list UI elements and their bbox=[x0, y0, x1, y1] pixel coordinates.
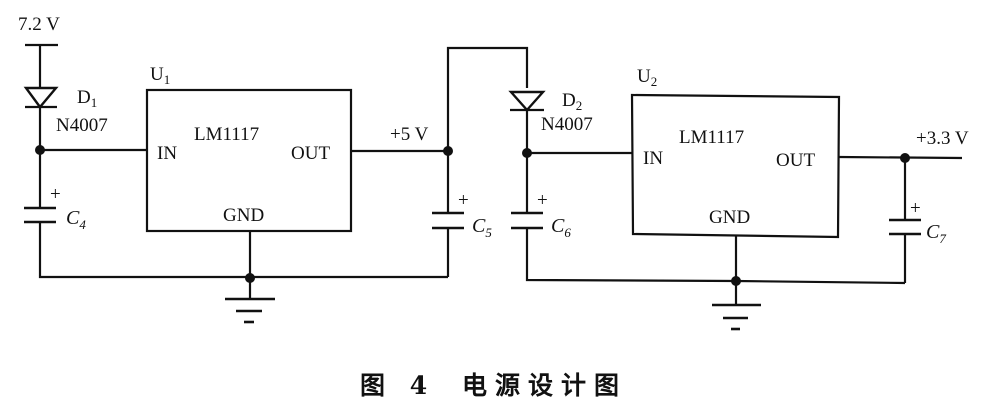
u1-part: LM1117 bbox=[194, 124, 259, 145]
u2-ref: U2 bbox=[637, 66, 657, 89]
ground-icon bbox=[712, 281, 761, 331]
diode-d2-symbol bbox=[508, 90, 546, 112]
c4-ref: C4 bbox=[66, 207, 86, 232]
diode-d1: D1 N4007 bbox=[23, 45, 108, 150]
c6-polarity: + bbox=[537, 190, 548, 211]
c7-ref: C7 bbox=[926, 221, 946, 246]
diode-d1-symbol bbox=[23, 86, 59, 109]
figure-label: 图 4 bbox=[360, 371, 435, 400]
ground-icon bbox=[225, 278, 275, 324]
u2-pin-in: IN bbox=[643, 148, 663, 169]
regulator-u1: U1 LM1117 IN OUT GND bbox=[145, 64, 353, 278]
input-terminal: 7.2 V bbox=[18, 14, 60, 47]
c5-ref: C5 bbox=[472, 215, 492, 240]
figure-title: 电源设计图 bbox=[462, 371, 627, 400]
u1-pin-in: IN bbox=[157, 143, 177, 164]
diode-d2: D2 N4007 bbox=[508, 90, 593, 153]
c5-polarity: + bbox=[458, 190, 469, 211]
capacitor-c5: + C5 bbox=[432, 151, 492, 277]
output-voltage-label: +3.3 V bbox=[916, 128, 969, 149]
intermediate-voltage-label: +5 V bbox=[390, 124, 429, 145]
u2-pin-out: OUT bbox=[776, 150, 815, 171]
u2-pin-gnd: GND bbox=[709, 207, 750, 228]
c6-ref: C6 bbox=[551, 215, 571, 240]
capacitor-c6: + C6 bbox=[511, 153, 571, 278]
capacitor-c7: + C7 bbox=[889, 158, 946, 283]
c4-polarity: + bbox=[50, 184, 61, 205]
c7-polarity: + bbox=[910, 198, 921, 219]
u1-pin-gnd: GND bbox=[223, 205, 264, 226]
wire-ground-bus-2 bbox=[525, 278, 906, 285]
input-voltage-label: 7.2 V bbox=[18, 14, 60, 35]
wire-ground-bus-1 bbox=[38, 275, 448, 279]
u1-pin-out: OUT bbox=[291, 143, 330, 164]
wire-bridge bbox=[446, 46, 529, 151]
u1-ref: U1 bbox=[150, 64, 170, 87]
d1-ref: D1 bbox=[77, 87, 97, 110]
d1-part: N4007 bbox=[56, 115, 108, 136]
capacitor-c4: + C4 bbox=[24, 150, 86, 275]
d2-ref: D2 bbox=[562, 90, 582, 113]
d2-part: N4007 bbox=[541, 114, 593, 135]
u2-part: LM1117 bbox=[679, 127, 744, 148]
figure-caption: 图 4 电源设计图 bbox=[360, 371, 627, 400]
regulator-u2: U2 LM1117 IN OUT GND bbox=[630, 66, 841, 282]
